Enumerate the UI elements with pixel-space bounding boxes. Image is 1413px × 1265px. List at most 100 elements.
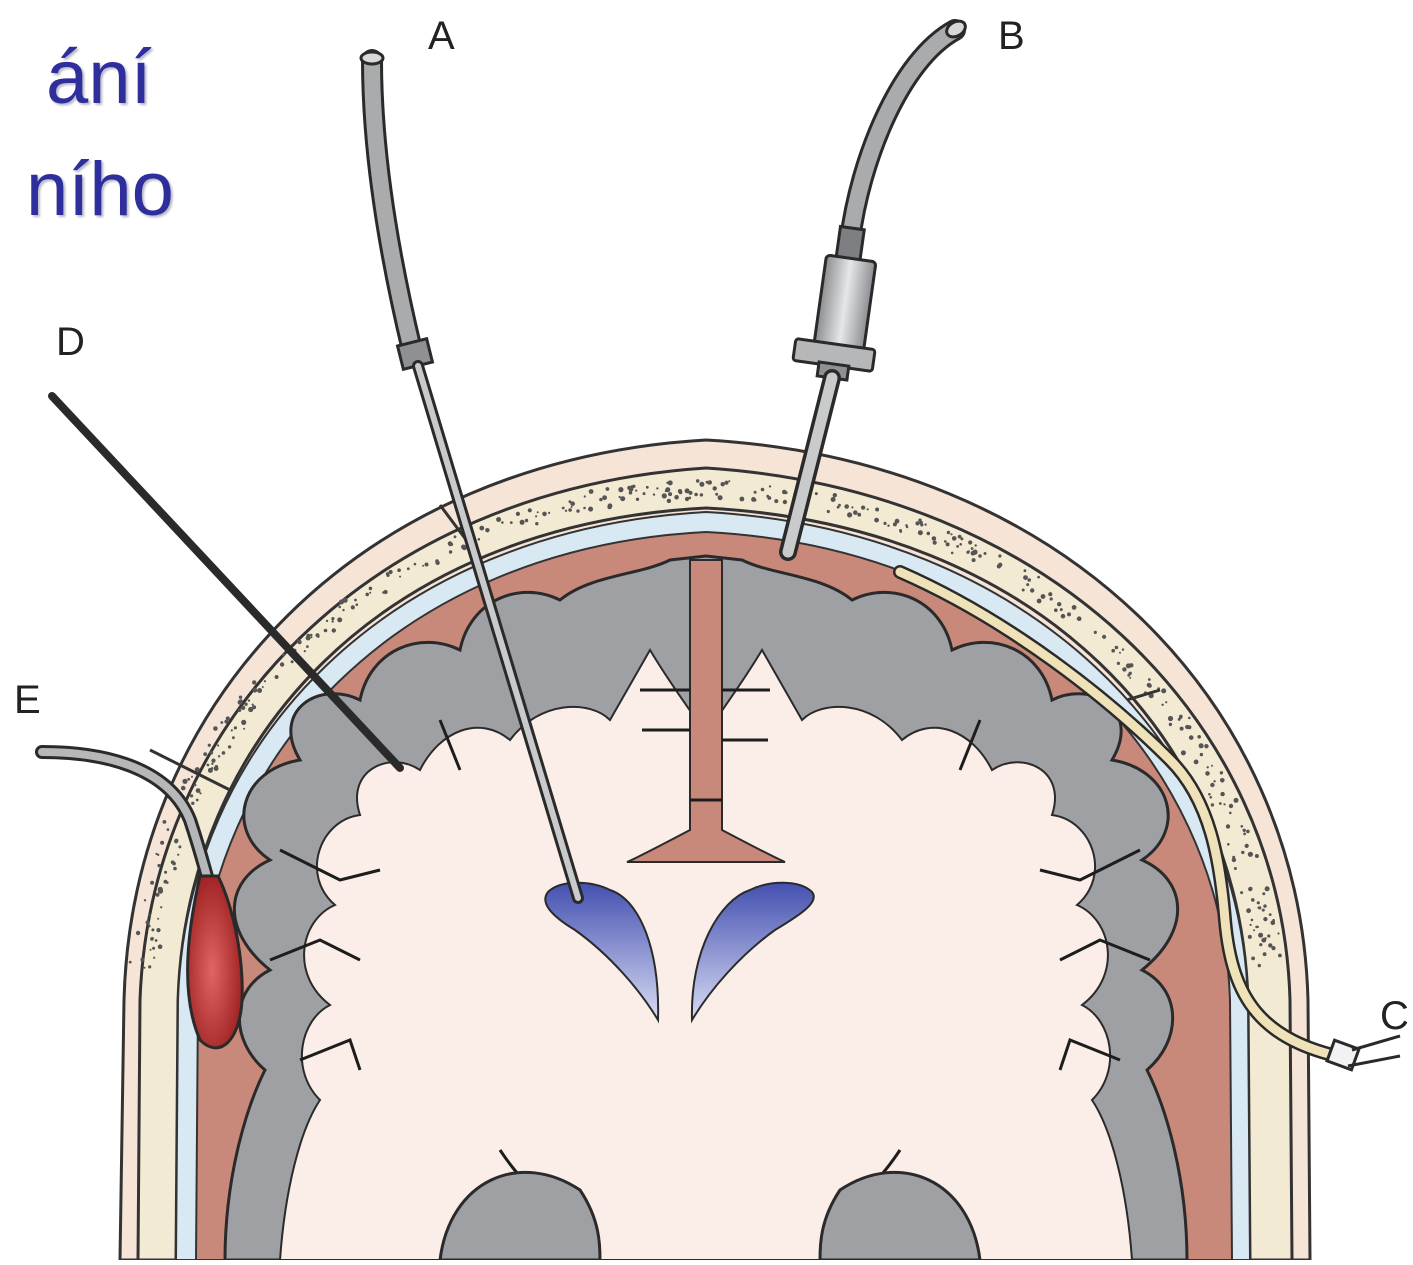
bone-dot bbox=[1178, 718, 1181, 721]
bone-dot bbox=[1072, 605, 1077, 610]
bone-dot bbox=[222, 751, 226, 755]
bone-dot bbox=[635, 490, 637, 492]
bone-dot bbox=[1126, 663, 1131, 668]
bone-dot bbox=[211, 763, 213, 765]
bone-dot bbox=[397, 568, 401, 572]
bone-dot bbox=[365, 593, 369, 597]
bone-dot bbox=[1210, 783, 1214, 787]
bone-dot bbox=[689, 491, 693, 495]
bone-dot bbox=[966, 551, 969, 554]
bone-dot bbox=[148, 965, 151, 968]
bone-dot bbox=[248, 699, 250, 701]
bone-dot bbox=[171, 860, 175, 864]
bone-dot bbox=[1122, 648, 1124, 650]
bone-dot bbox=[1189, 735, 1194, 740]
bone-dot bbox=[151, 928, 154, 931]
bone-dot bbox=[194, 784, 197, 787]
bone-dot bbox=[1197, 735, 1201, 739]
bone-dot bbox=[1210, 796, 1213, 799]
bone-dot bbox=[933, 541, 937, 545]
bone-dot bbox=[449, 550, 452, 553]
bone-dot bbox=[354, 599, 357, 602]
bone-dot bbox=[1129, 672, 1132, 675]
bone-dot bbox=[1262, 892, 1265, 895]
bone-dot bbox=[728, 480, 730, 482]
bone-dot bbox=[1213, 780, 1215, 782]
bone-dot bbox=[584, 495, 586, 497]
bone-dot bbox=[946, 542, 950, 546]
bone-dot bbox=[668, 480, 673, 485]
bone-dot bbox=[1243, 829, 1246, 832]
title-line-2: ního bbox=[26, 152, 174, 228]
bone-dot bbox=[1102, 635, 1106, 639]
bone-dot bbox=[157, 854, 159, 856]
bone-dot bbox=[1211, 803, 1214, 806]
bone-dot bbox=[1269, 913, 1272, 916]
bone-dot bbox=[1148, 678, 1151, 681]
bone-dot bbox=[568, 508, 572, 512]
bone-dot bbox=[234, 726, 237, 729]
bone-dot bbox=[918, 530, 923, 535]
bone-dot bbox=[767, 496, 771, 500]
bone-dot bbox=[156, 928, 160, 932]
bone-dot bbox=[129, 961, 132, 964]
bone-dot bbox=[1271, 921, 1276, 926]
bone-dot bbox=[461, 545, 466, 550]
bone-dot bbox=[875, 508, 879, 512]
bone-dot bbox=[280, 662, 284, 666]
bone-dot bbox=[1023, 575, 1028, 580]
bone-dot bbox=[1115, 646, 1119, 650]
bone-dot bbox=[1050, 597, 1053, 600]
bone-dot bbox=[369, 587, 373, 591]
bone-dot bbox=[1037, 599, 1042, 604]
bone-dot bbox=[783, 500, 787, 504]
bone-dot bbox=[324, 629, 328, 633]
bone-dot bbox=[257, 688, 262, 693]
bone-dot bbox=[208, 744, 211, 747]
bone-dot bbox=[1220, 792, 1224, 796]
bone-dot bbox=[674, 495, 679, 500]
bone-dot bbox=[1199, 743, 1204, 748]
bone-dot bbox=[1253, 929, 1255, 931]
bone-dot bbox=[167, 828, 170, 831]
label-d: D bbox=[56, 322, 85, 362]
bone-dot bbox=[199, 792, 201, 794]
bone-dot bbox=[337, 617, 342, 622]
bone-dot bbox=[207, 764, 210, 767]
bone-dot bbox=[291, 660, 294, 663]
bone-dot bbox=[253, 688, 258, 693]
bone-dot bbox=[228, 745, 231, 748]
bone-dot bbox=[342, 598, 346, 602]
bone-dot bbox=[883, 522, 886, 525]
bone-dot bbox=[785, 491, 788, 494]
bone-dot bbox=[707, 481, 710, 484]
bone-dot bbox=[422, 565, 424, 567]
bone-dot bbox=[209, 751, 213, 755]
bone-dot bbox=[636, 498, 639, 501]
bone-dot bbox=[874, 518, 879, 523]
bone-dot bbox=[399, 576, 401, 578]
bone-dot bbox=[157, 864, 160, 867]
bone-dot bbox=[1241, 851, 1244, 854]
bone-dot bbox=[599, 498, 602, 501]
bone-dot bbox=[1251, 898, 1255, 902]
bone-dot bbox=[211, 759, 215, 763]
bone-dot bbox=[306, 636, 311, 641]
bone-dot bbox=[1077, 618, 1079, 620]
bone-dot bbox=[861, 506, 865, 510]
bone-dot bbox=[847, 512, 852, 517]
bone-dot bbox=[537, 511, 539, 513]
bone-dot bbox=[252, 705, 256, 709]
bone-dot bbox=[606, 487, 610, 491]
bone-dot bbox=[721, 482, 725, 486]
bone-dot bbox=[150, 949, 152, 951]
bone-dot bbox=[944, 540, 947, 543]
bone-dot bbox=[827, 510, 830, 513]
bone-dot bbox=[1277, 932, 1279, 934]
bone-dot bbox=[208, 768, 213, 773]
bone-dot bbox=[190, 794, 193, 797]
bone-dot bbox=[356, 603, 359, 606]
bone-dot bbox=[516, 512, 520, 516]
bone-dot bbox=[244, 703, 247, 706]
bone-dot bbox=[548, 512, 550, 514]
